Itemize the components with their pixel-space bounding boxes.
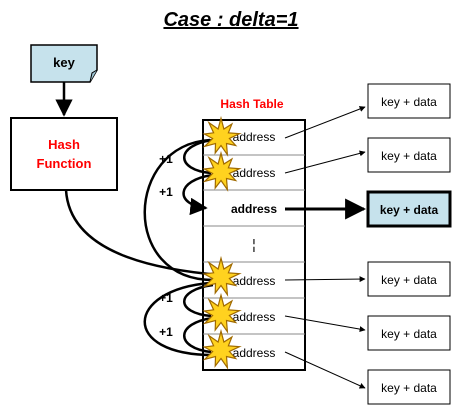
table-row-3-label: address [231,202,277,216]
table-row-6-label: address [233,310,276,324]
pointer-arrow-5 [284,315,366,333]
record-box-5 [367,315,451,351]
hash-function-box [10,117,118,191]
table-row-5-label: address [233,274,276,288]
record-label-5: key + data [381,327,437,341]
table-row-1-label: address [233,130,276,144]
key-label: key [53,55,75,70]
table-row-ellipsis: ¦ [252,236,256,252]
table-row-7-label: address [233,346,276,360]
probe-loop-1 [183,138,214,175]
collision-star-icon [202,292,242,334]
hash-to-table-curve [64,189,221,277]
pointer-arrow-4 [284,276,366,283]
pointer-arrow-2 [284,150,366,174]
hash-function-line1: Hash [48,137,80,152]
probe-label-1: +1 [159,152,173,166]
probe-loop-3 [183,283,214,318]
probe-label-4: +1 [159,325,173,339]
probe-loop-2 [182,173,214,216]
record-label-4: key + data [381,273,437,287]
collision-star-icon [202,255,242,297]
hash-table-title: Hash Table [220,97,283,111]
diagram-title: Case : delta=1 [163,9,298,31]
key-box-fold [89,69,98,83]
record-label-3: key + data [380,203,439,217]
probe-loop-wrap-lower [143,281,214,357]
record-box-6 [367,369,451,405]
record-box-4 [367,261,451,297]
record-label-1: key + data [381,95,437,109]
record-box-1 [367,83,451,119]
record-box-2 [367,137,451,173]
collision-star-icon [202,150,242,192]
pointer-arrow-6 [284,351,366,389]
record-label-6: key + data [381,381,437,395]
table-row-2-label: address [233,166,276,180]
record-box-3-highlighted [366,190,452,228]
record-label-2: key + data [381,149,437,163]
collision-star-icon [202,115,242,157]
probe-label-2: +1 [159,185,173,199]
pointer-arrow-1 [284,106,366,139]
probe-loop-4 [183,316,214,354]
hash-function-line2: Function [37,156,92,171]
probe-label-3: +1 [159,291,173,305]
collision-star-icon [202,328,242,370]
probe-loop-wrap [143,138,214,282]
